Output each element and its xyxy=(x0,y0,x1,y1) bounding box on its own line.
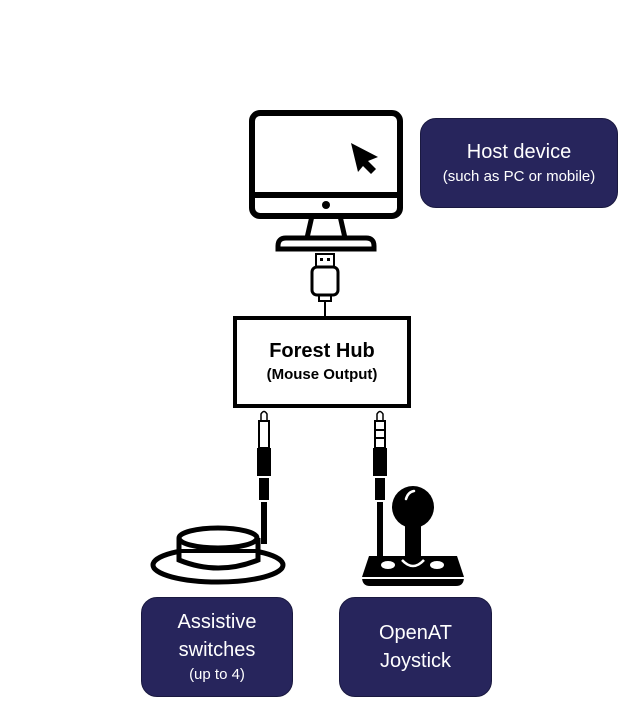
audio-jack-icon xyxy=(257,410,271,544)
mouse-cursor-icon xyxy=(351,143,378,174)
switches-line1: Assistive xyxy=(177,611,257,633)
host-device-title: Host device xyxy=(466,141,572,163)
assistive-switches-label: Assistive switches (up to 4) xyxy=(141,597,293,697)
switches-subtitle: (up to 4) xyxy=(189,666,245,683)
joystick-line1: OpenAT xyxy=(379,622,452,644)
monitor-icon xyxy=(249,110,403,252)
host-device-label: Host device (such as PC or mobile) xyxy=(420,118,618,208)
usb-plug-icon xyxy=(310,253,340,316)
audio-jack-icon xyxy=(373,410,387,557)
openat-joystick-label: OpenAT Joystick xyxy=(339,597,492,697)
joystick-line2: Joystick xyxy=(379,650,452,672)
hub-subtitle: (Mouse Output) xyxy=(266,366,378,383)
switches-line2: switches xyxy=(178,639,256,661)
joystick-icon xyxy=(362,486,464,586)
switch-button-icon xyxy=(150,525,286,585)
forest-hub-box: Forest Hub (Mouse Output) xyxy=(233,316,411,408)
host-device-subtitle: (such as PC or mobile) xyxy=(442,168,596,185)
hub-title: Forest Hub xyxy=(269,340,375,362)
